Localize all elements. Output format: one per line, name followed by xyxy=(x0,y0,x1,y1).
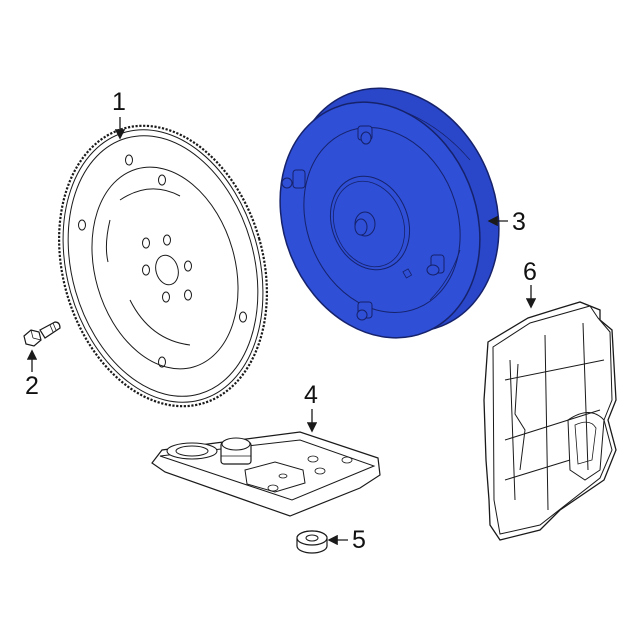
callout-leaders xyxy=(26,117,537,546)
callout-1[interactable]: 1 xyxy=(112,88,126,116)
callout-4[interactable]: 4 xyxy=(304,381,318,409)
callout-6[interactable]: 6 xyxy=(523,258,537,286)
seal-part-5[interactable] xyxy=(296,530,328,554)
torque-converter-part-3[interactable] xyxy=(246,57,535,369)
callout-5[interactable]: 5 xyxy=(352,526,366,554)
callout-3[interactable]: 3 xyxy=(512,208,526,236)
bolt-part-2[interactable] xyxy=(23,321,61,347)
callout-2[interactable]: 2 xyxy=(25,372,39,400)
flexplate-part-1[interactable] xyxy=(27,101,298,431)
oil-pan-part-6[interactable] xyxy=(483,301,617,541)
filter-part-4[interactable] xyxy=(151,431,381,517)
